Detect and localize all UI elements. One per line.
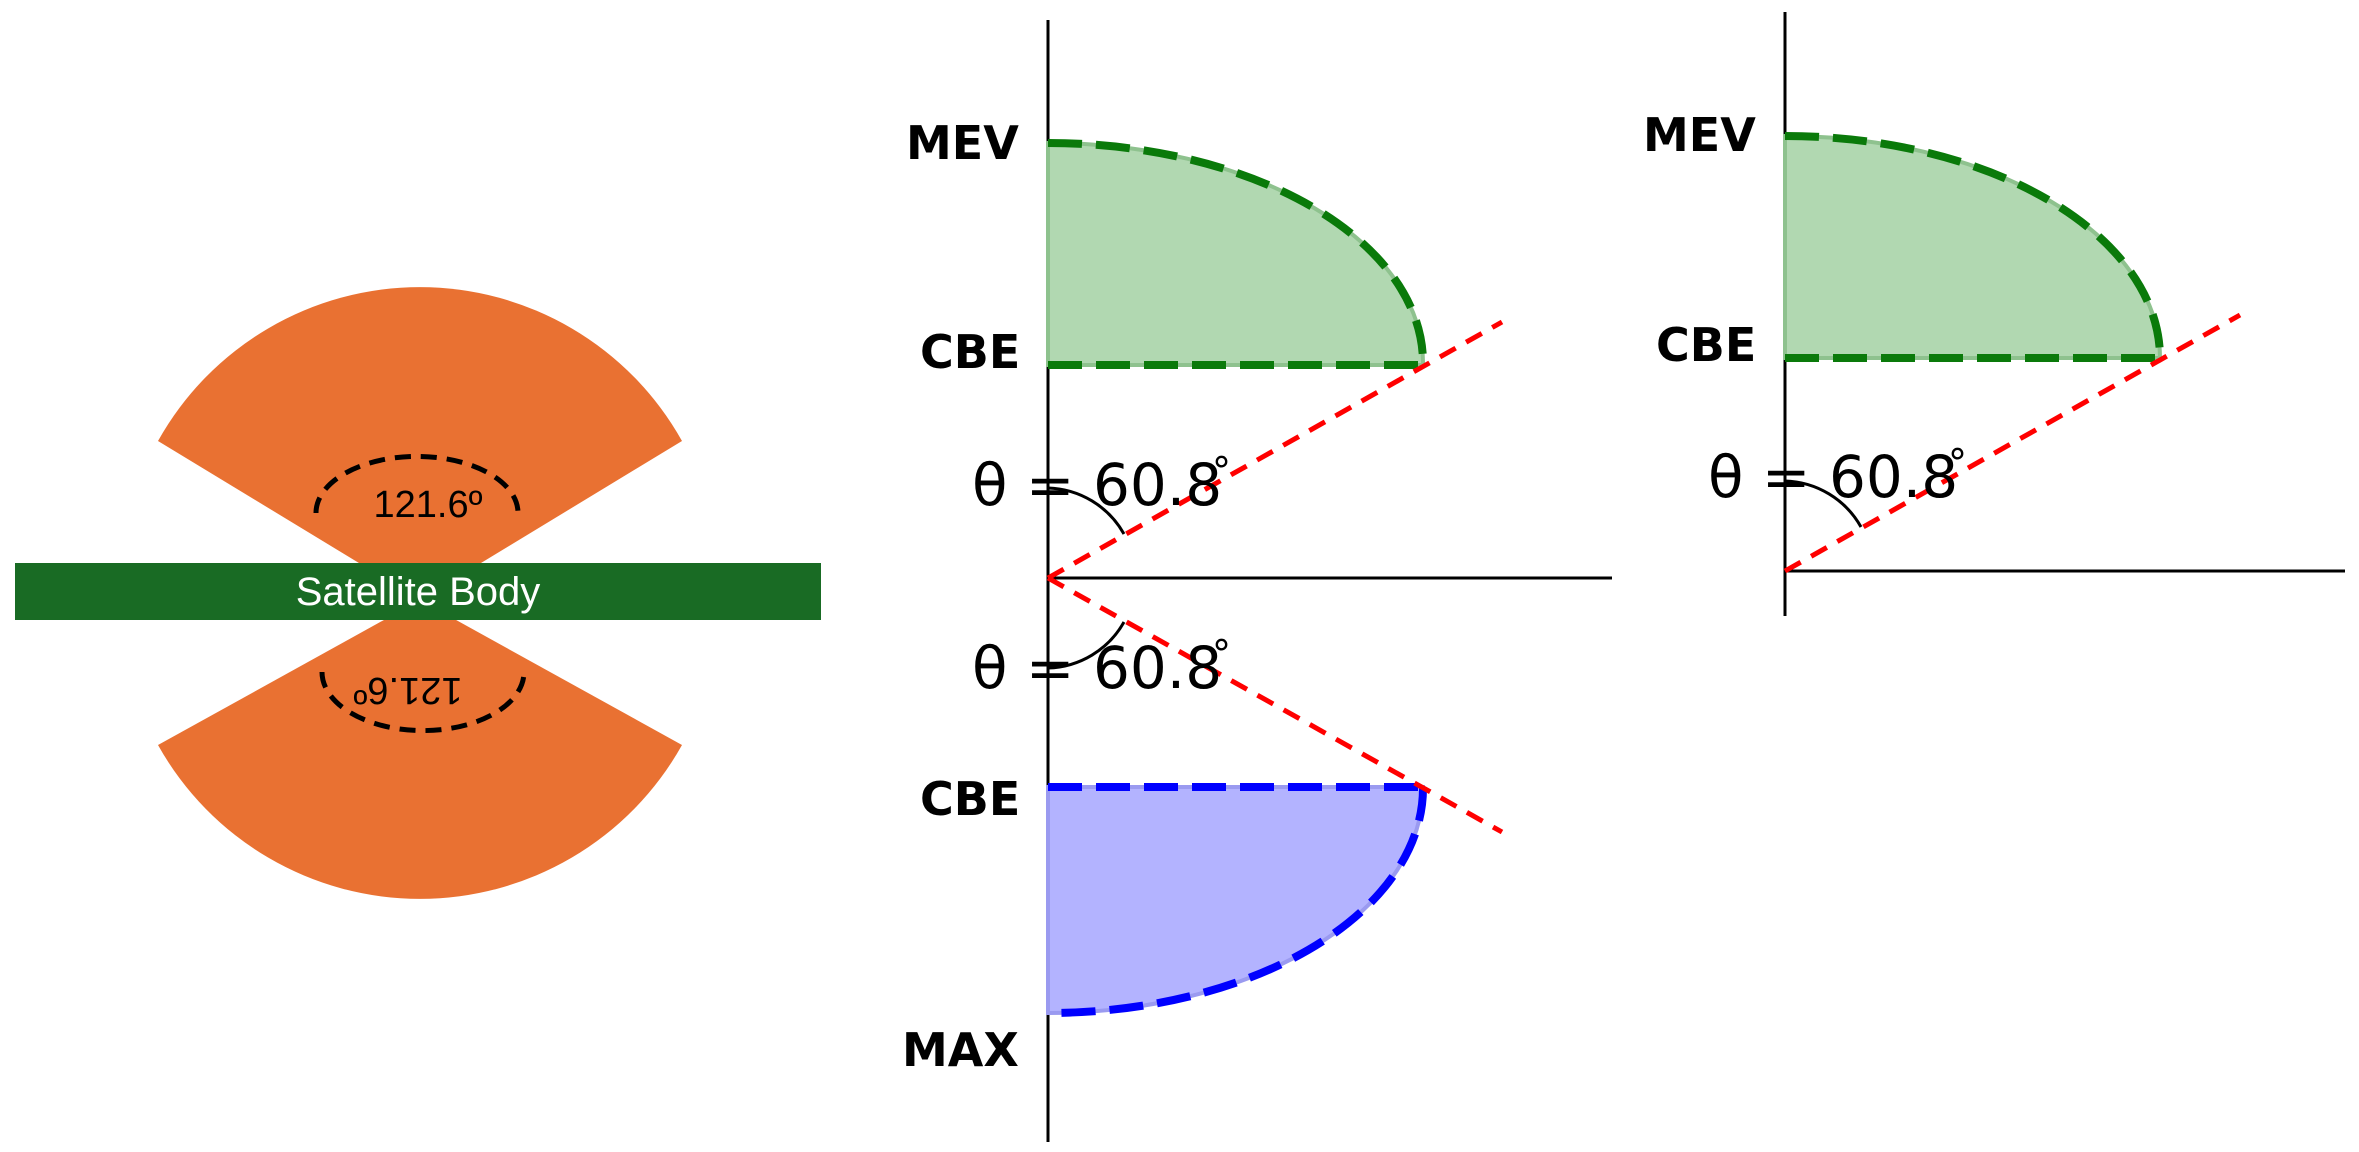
lower-theta-unit: °	[1212, 632, 1231, 676]
right-diagram: θ = 60.8 ° MEV CBE	[1643, 12, 2345, 616]
right-theta-unit: °	[1948, 441, 1967, 485]
upper-angle-arc	[313, 453, 521, 514]
mev-region-fill	[1046, 140, 1426, 367]
lower-angle-arc	[319, 671, 527, 734]
lower-theta-label: θ = 60.8	[972, 634, 1222, 702]
right-mev-label: MEV	[1643, 108, 1756, 162]
middle-lower-cbe-label: CBE	[920, 772, 1020, 826]
upper-theta-arc	[1047, 486, 1126, 535]
right-mev-region-fill	[1783, 133, 2163, 360]
max-boundary-arc	[1047, 786, 1428, 1017]
upper-angle-line	[1046, 319, 1504, 581]
max-region-fill	[1046, 785, 1426, 1016]
upper-fov-sector	[158, 287, 682, 600]
upper-theta-label: θ = 60.8	[972, 451, 1222, 519]
satellite-body-bar	[15, 563, 821, 620]
upper-theta-unit: °	[1212, 449, 1231, 493]
lower-angle-line	[1046, 575, 1504, 835]
lower-angle-label: 121.6º	[353, 669, 462, 711]
lower-fov-sector	[158, 600, 682, 899]
middle-upper-cbe-label: CBE	[920, 325, 1020, 379]
right-theta-label: θ = 60.8	[1708, 443, 1958, 511]
middle-diagram: θ = 60.8 ° θ = 60.8 ° MEV CBE CBE MAX	[902, 20, 1612, 1142]
right-cbe-label: CBE	[1656, 318, 1756, 372]
lower-theta-arc	[1047, 621, 1126, 670]
middle-mev-label: MEV	[906, 116, 1019, 170]
satellite-body-label: Satellite Body	[296, 570, 541, 614]
upper-angle-label: 121.6º	[374, 484, 483, 526]
right-angle-line	[1783, 312, 2242, 574]
left-diagram: Satellite Body 121.6º 121.6º	[15, 287, 821, 899]
right-theta-arc	[1784, 479, 1863, 528]
middle-max-label: MAX	[902, 1023, 1019, 1077]
